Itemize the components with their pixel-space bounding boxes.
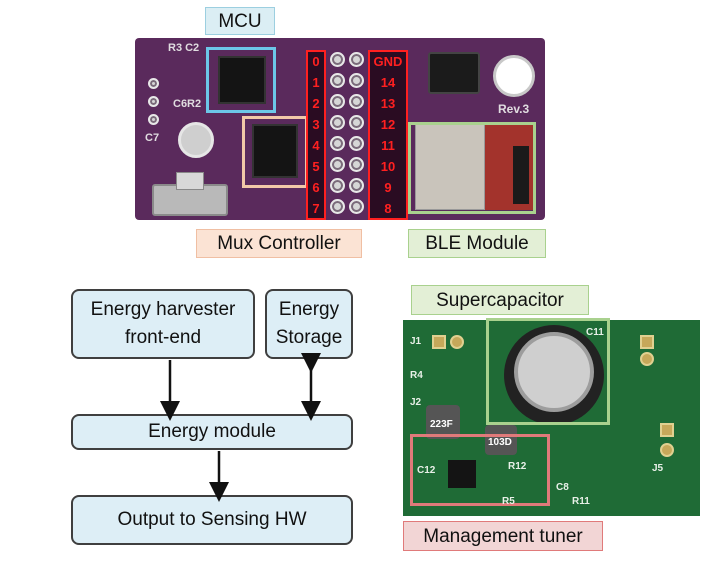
harvester-block: Energy harvester front-end bbox=[71, 289, 255, 359]
pin-hole-icon bbox=[349, 73, 364, 88]
pin-hole-icon bbox=[330, 178, 345, 193]
pin-hole-icon bbox=[349, 94, 364, 109]
harvester-line-2: front-end bbox=[124, 327, 202, 348]
ble-label: BLE Module bbox=[408, 229, 546, 258]
silk-rev: Rev.3 bbox=[498, 102, 530, 116]
silk-c11: C11 bbox=[586, 327, 604, 338]
pin-hole-icon bbox=[349, 178, 364, 193]
pin-label: 10 bbox=[380, 159, 396, 174]
silk-ind1: 223F bbox=[430, 419, 453, 430]
pin-label: 12 bbox=[380, 117, 396, 132]
header-hole-icon bbox=[148, 78, 159, 89]
tuner-label: Management tuner bbox=[403, 521, 603, 551]
pin-labels-right: GND 14 13 12 11 10 9 8 bbox=[371, 54, 405, 222]
supercap-body-icon bbox=[514, 332, 594, 412]
tuner-chip-icon bbox=[448, 460, 476, 488]
pin-label-column-left bbox=[306, 50, 326, 220]
silk-j1: J1 bbox=[410, 336, 422, 347]
pad-icon bbox=[640, 352, 654, 366]
supercap-label: Supercapacitor bbox=[411, 285, 589, 315]
harvester-line-1: Energy harvester bbox=[90, 299, 236, 321]
pin-hole-icon bbox=[349, 199, 364, 214]
pin-label: 11 bbox=[381, 138, 395, 153]
pad-icon bbox=[450, 335, 464, 349]
silk-c8: C8 bbox=[556, 482, 569, 493]
silk-c6r2: C6R2 bbox=[173, 98, 202, 110]
pin-hole-icon bbox=[330, 94, 345, 109]
pad-icon bbox=[432, 335, 446, 349]
pin-hole-icon bbox=[330, 199, 345, 214]
pin-label: 6 bbox=[312, 180, 320, 195]
mount-hole-icon bbox=[178, 122, 214, 158]
tuner-highlight-box bbox=[410, 434, 550, 506]
output-block: Output to Sensing HW bbox=[71, 495, 353, 545]
inductor-icon bbox=[485, 425, 517, 455]
energy-board-right bbox=[598, 320, 700, 516]
pin-label: 5 bbox=[312, 159, 320, 174]
top-board-figure: MCU R3 C2 C6R2 C7 Rev.3 0 1 2 3 4 5 6 7 bbox=[0, 0, 701, 260]
storage-line-2: Storage bbox=[275, 327, 343, 348]
silk-c7: C7 bbox=[145, 132, 160, 144]
pin-hole-icon bbox=[330, 136, 345, 151]
storage-line-1: Energy bbox=[278, 299, 340, 321]
pin-label: 8 bbox=[384, 201, 392, 216]
pin-label: 13 bbox=[380, 96, 396, 111]
pin-hole-icon bbox=[330, 52, 345, 67]
silk-j5: J5 bbox=[652, 463, 664, 474]
mcu-chip-icon bbox=[218, 56, 266, 104]
pin-label-column-right bbox=[368, 50, 408, 220]
pin-hole-icon bbox=[349, 115, 364, 130]
header-hole-icon bbox=[148, 96, 159, 107]
block-diagram: Energy harvester front-end Energy Storag… bbox=[0, 280, 380, 565]
pin-labels-left: 0 1 2 3 4 5 6 7 bbox=[309, 54, 323, 222]
silk-r5: R5 bbox=[502, 496, 515, 507]
silk-j2: J2 bbox=[410, 397, 422, 408]
ble-chip-icon bbox=[513, 146, 529, 204]
pin-hole-icon bbox=[349, 52, 364, 67]
pin-label: 2 bbox=[312, 96, 320, 111]
pad-icon bbox=[660, 423, 674, 437]
energy-module-block: Energy module bbox=[71, 414, 353, 450]
pin-hole-icon bbox=[349, 136, 364, 151]
inductor-icon bbox=[426, 405, 460, 439]
connector-icon bbox=[428, 52, 480, 94]
pin-hole-icon bbox=[349, 157, 364, 172]
pin-label: 9 bbox=[384, 180, 392, 195]
pin-label: 14 bbox=[380, 75, 396, 90]
ble-module-icon bbox=[415, 124, 485, 210]
mux-label: Mux Controller bbox=[196, 229, 362, 258]
switch-knob-icon bbox=[176, 172, 204, 190]
mcu-highlight-box bbox=[206, 47, 276, 113]
pin-label: 4 bbox=[312, 138, 320, 153]
pad-icon bbox=[660, 443, 674, 457]
flow-arrows bbox=[160, 353, 321, 502]
silk-r3c2: R3 C2 bbox=[168, 42, 200, 54]
mount-hole-icon bbox=[493, 55, 535, 97]
header-hole-icon bbox=[148, 114, 159, 125]
pin-label: 3 bbox=[312, 117, 320, 132]
mux-highlight-box bbox=[242, 116, 308, 188]
mux-chip-icon bbox=[252, 124, 298, 178]
mcu-label: MCU bbox=[205, 7, 275, 35]
silk-ind2: 103D bbox=[488, 437, 512, 448]
silk-r12: R12 bbox=[508, 461, 527, 472]
storage-block: Energy Storage bbox=[265, 289, 353, 359]
pad-icon bbox=[640, 335, 654, 349]
pin-label: 7 bbox=[312, 201, 320, 216]
supercap-highlight-box bbox=[486, 318, 610, 425]
silk-c12: C12 bbox=[417, 465, 436, 476]
pin-hole-icon bbox=[330, 157, 345, 172]
pin-hole-icon bbox=[330, 115, 345, 130]
pin-hole-icon bbox=[330, 73, 345, 88]
energy-board-figure: Supercapacitor 223F 103D J1 R4 J2 C11 J5… bbox=[390, 280, 701, 565]
pin-header-grid bbox=[330, 52, 368, 220]
pin-label: GND bbox=[373, 54, 403, 69]
pin-label: 0 bbox=[312, 54, 320, 69]
silk-r4: R4 bbox=[410, 370, 423, 381]
pin-label: 1 bbox=[312, 75, 320, 90]
ble-highlight-box bbox=[408, 122, 536, 214]
silk-r11: R11 bbox=[572, 496, 590, 507]
